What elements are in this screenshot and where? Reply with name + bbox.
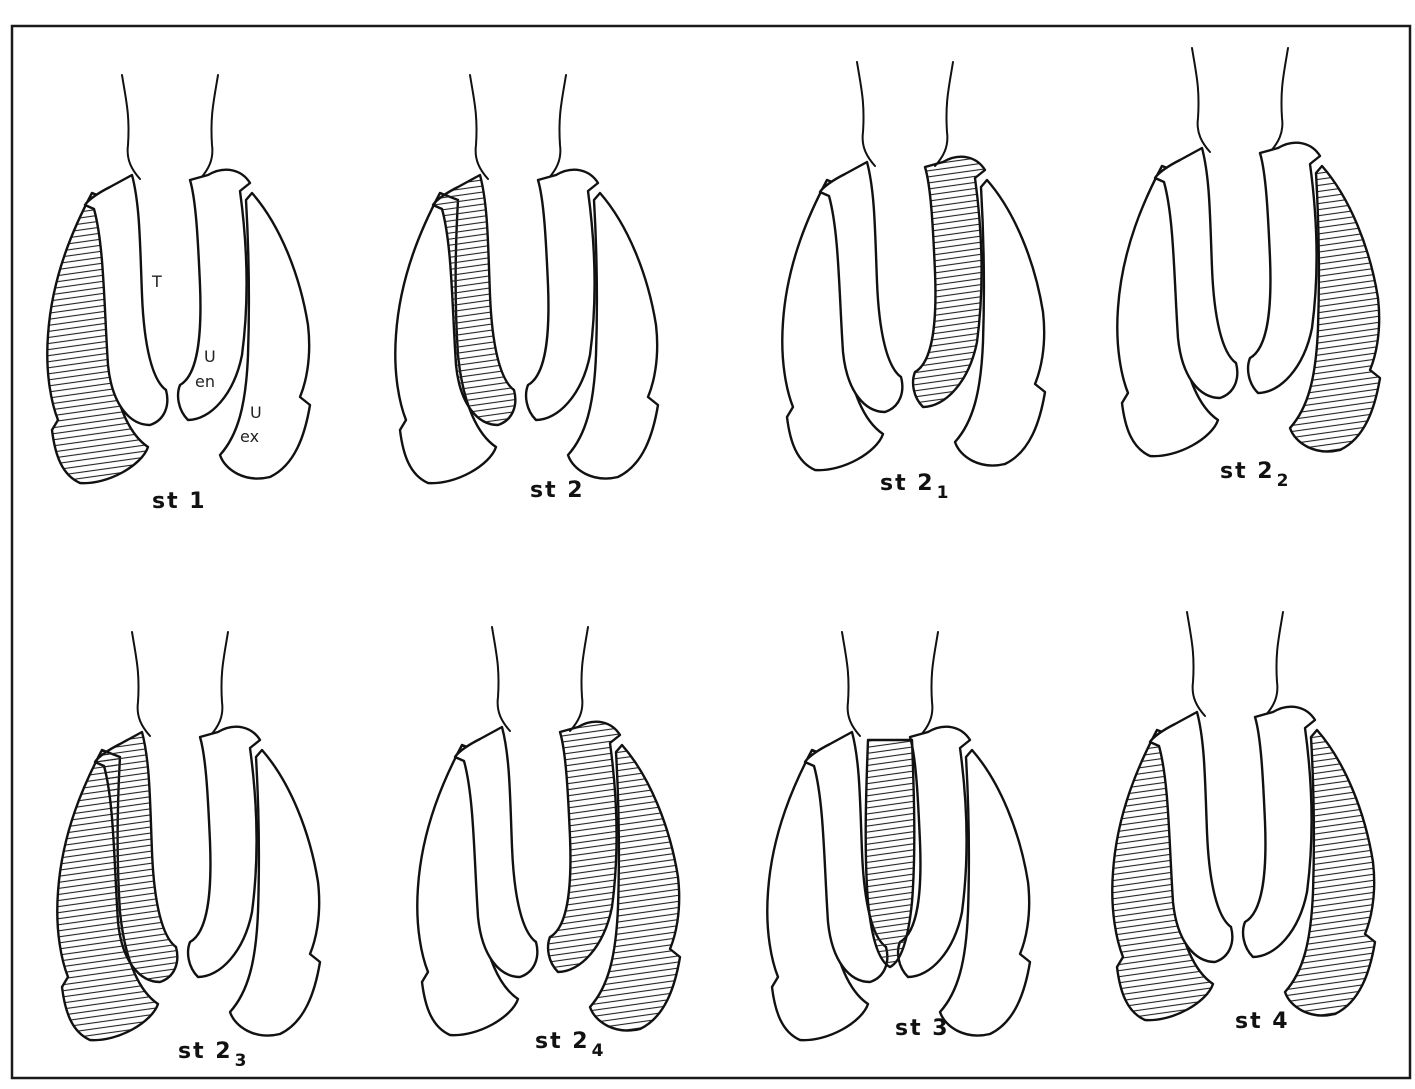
- stalk-left-line: [1192, 48, 1210, 152]
- uropod-right-inner: [1243, 707, 1315, 957]
- stage-panel-8: [1112, 612, 1375, 1020]
- stalk-left-line: [470, 75, 488, 179]
- stalk-right-line: [935, 62, 953, 166]
- stage-label-8: st 4: [1235, 1009, 1290, 1034]
- tergum-label: T: [151, 272, 162, 291]
- stage-panel-3: [782, 62, 1045, 470]
- stage-panels: [47, 48, 1380, 1040]
- stalk-left-line: [842, 632, 860, 736]
- endopod-u-label: U: [204, 347, 216, 366]
- stalk-right-line: [210, 632, 228, 736]
- uropod-right-inner: [526, 170, 598, 420]
- stage-panel-2: [395, 75, 658, 483]
- stage-panel-7: [767, 632, 1030, 1040]
- stalk-right-line: [1270, 48, 1288, 152]
- stalk-left-line: [132, 632, 150, 736]
- stage-label-1: st 1: [152, 489, 207, 514]
- stalk-right-line: [200, 75, 218, 179]
- stalk-right-line: [548, 75, 566, 179]
- stage-panel-4: [1117, 48, 1380, 456]
- stalk-left-line: [492, 627, 510, 731]
- stalk-left-line: [122, 75, 140, 179]
- stage-panel-5: [57, 632, 320, 1040]
- telson-hatched: [866, 740, 915, 967]
- uropod-right-inner: [1248, 143, 1320, 393]
- stage-panel-1: [47, 75, 310, 483]
- stage-panel-6: [417, 627, 680, 1035]
- endopod-label: en: [195, 372, 215, 391]
- exopod-label: ex: [240, 427, 259, 446]
- uropod-right-inner: [188, 727, 260, 977]
- stalk-left-line: [1187, 612, 1205, 716]
- stalk-left-line: [857, 62, 875, 166]
- stalk-right-line: [920, 632, 938, 736]
- uropod-right-inner-hatched: [548, 722, 620, 972]
- stage-label-7: st 3: [895, 1016, 950, 1041]
- stage-label-2: st 2: [530, 478, 585, 503]
- stalk-right-line: [570, 627, 588, 731]
- stalk-right-line: [1265, 612, 1283, 716]
- uropod-right-inner-hatched: [913, 157, 985, 407]
- exopod-u-label: U: [250, 403, 262, 422]
